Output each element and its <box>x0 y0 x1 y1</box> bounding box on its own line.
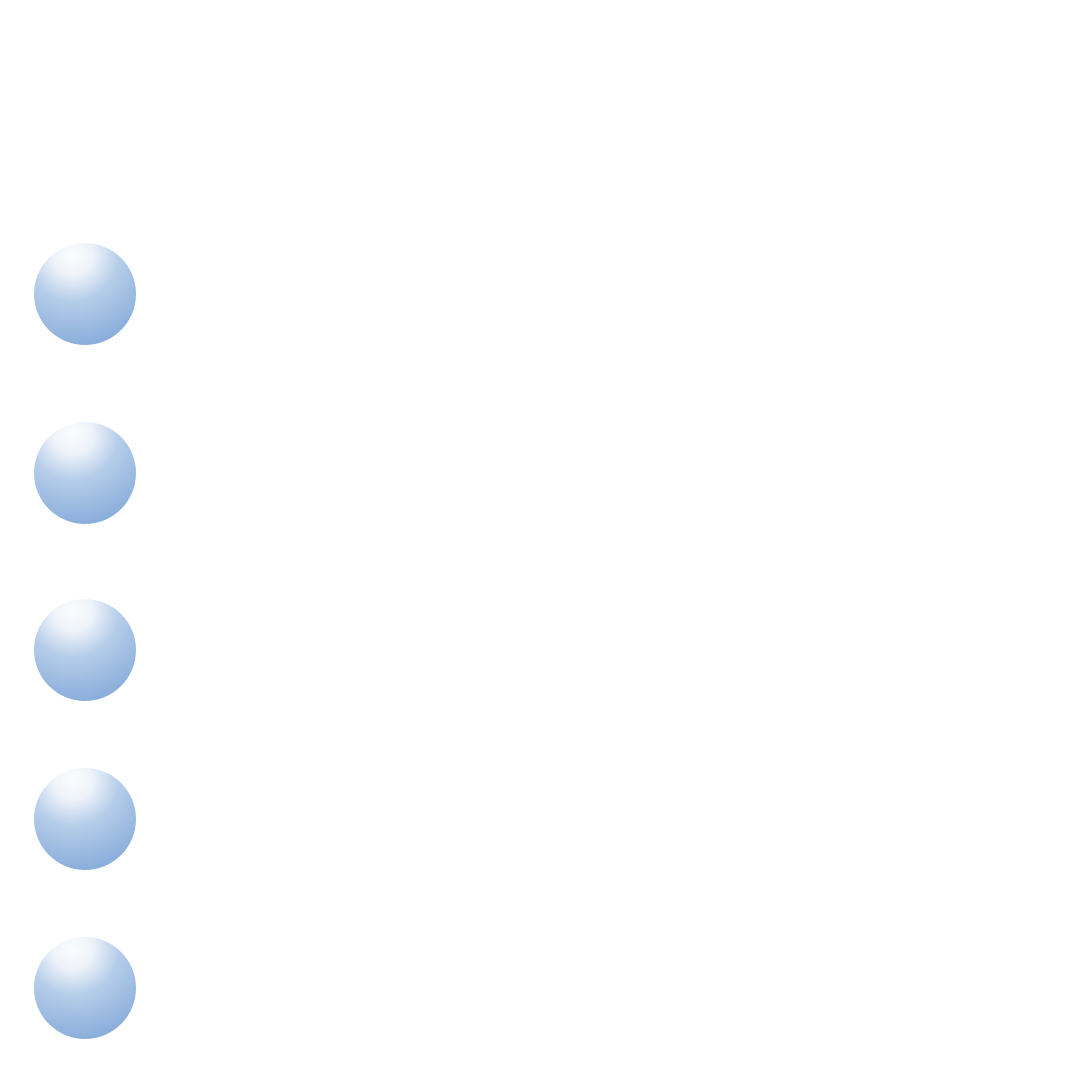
bullet-circle-3 <box>34 599 136 701</box>
bullet-circle-4 <box>34 768 136 870</box>
bullet-circle-2 <box>34 422 136 524</box>
bullet-circle-1 <box>34 243 136 345</box>
bullet-circle-5 <box>34 937 136 1039</box>
